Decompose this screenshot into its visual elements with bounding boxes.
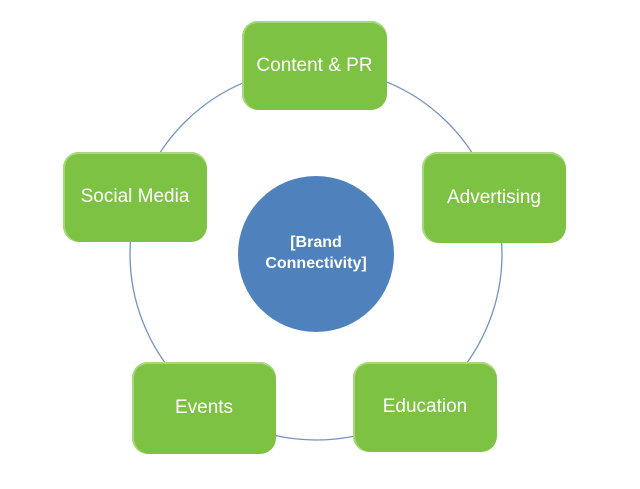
node-social-media-label: Social Media: [80, 186, 190, 207]
center-node-label: [Brand Connectivity]: [265, 234, 367, 272]
node-education-label: Education: [382, 396, 468, 417]
node-advertising: Advertising: [422, 152, 566, 243]
node-advertising-label: Advertising: [447, 186, 541, 208]
node-education: Education: [353, 362, 497, 452]
node-events-label: Events: [174, 397, 234, 418]
node-events: Events: [132, 362, 276, 454]
node-content-pr: Content & PR: [242, 21, 387, 110]
node-content-pr-label: Content & PR: [256, 54, 373, 76]
node-social-media: Social Media: [63, 152, 207, 242]
center-node-brand-connectivity: [Brand Connectivity]: [238, 176, 394, 332]
